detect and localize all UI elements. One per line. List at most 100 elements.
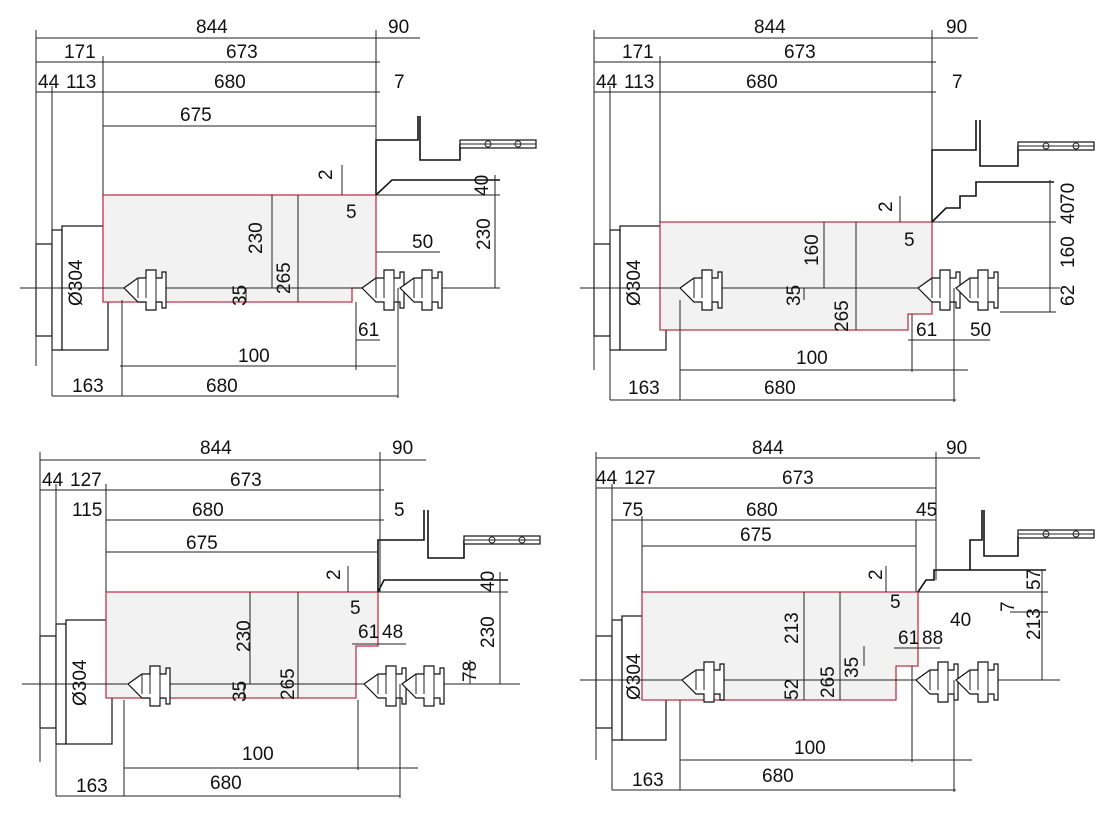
dim-160-outer: 160 bbox=[1058, 236, 1079, 268]
dim-673: 673 bbox=[782, 468, 814, 489]
dim-57: 57 bbox=[1024, 569, 1045, 590]
dim-675: 675 bbox=[186, 533, 218, 554]
dim-75: 75 bbox=[622, 500, 643, 521]
dim-44: 44 bbox=[596, 468, 618, 489]
dim-163: 163 bbox=[76, 776, 108, 797]
dim-230-outer: 230 bbox=[478, 616, 499, 648]
dim-35: 35 bbox=[230, 681, 251, 702]
tool-holder-right bbox=[401, 665, 445, 707]
dim-90: 90 bbox=[946, 17, 967, 38]
tool-holder-right bbox=[955, 269, 999, 311]
dim-5: 5 bbox=[350, 598, 361, 619]
dim-115: 115 bbox=[72, 500, 102, 521]
dim-844: 844 bbox=[200, 438, 232, 459]
dim-171: 171 bbox=[622, 42, 654, 63]
dim-265: 265 bbox=[832, 300, 853, 332]
dim-680: 680 bbox=[214, 72, 246, 93]
dim-680-bottom: 680 bbox=[210, 773, 242, 794]
dim-265: 265 bbox=[818, 666, 839, 698]
dim-230-inner: 230 bbox=[234, 620, 255, 652]
dim-230-inner: 230 bbox=[246, 222, 267, 254]
dim-diameter-304: Ø304 bbox=[624, 259, 645, 306]
dim-48: 48 bbox=[382, 622, 403, 643]
dim-680-bottom: 680 bbox=[206, 376, 238, 397]
dim-7: 7 bbox=[394, 72, 405, 93]
dim-213-outer: 213 bbox=[1024, 608, 1045, 640]
dim-7: 7 bbox=[998, 601, 1019, 612]
turret-rail bbox=[1017, 529, 1095, 539]
dim-265: 265 bbox=[278, 668, 299, 700]
dim-673: 673 bbox=[226, 42, 258, 63]
dim-diameter-304: Ø304 bbox=[70, 659, 91, 706]
dim-680-bottom: 680 bbox=[764, 378, 796, 399]
dim-230-outer: 230 bbox=[474, 218, 495, 250]
dim-50: 50 bbox=[412, 232, 433, 253]
dim-113: 113 bbox=[624, 72, 654, 93]
dim-90: 90 bbox=[392, 438, 413, 459]
dim-127: 127 bbox=[70, 470, 102, 491]
dim-70: 70 bbox=[1058, 183, 1079, 204]
dim-78: 78 bbox=[460, 661, 481, 682]
dim-213-inner: 213 bbox=[782, 612, 803, 644]
dim-265: 265 bbox=[274, 262, 295, 294]
dim-675: 675 bbox=[740, 525, 772, 546]
work-envelope bbox=[641, 591, 919, 701]
dim-680: 680 bbox=[192, 500, 224, 521]
dim-171: 171 bbox=[64, 42, 96, 63]
dim-88: 88 bbox=[922, 628, 943, 649]
tool-holder-right bbox=[955, 661, 999, 703]
dim-113: 113 bbox=[66, 72, 96, 93]
dim-100: 100 bbox=[242, 744, 274, 765]
dim-680: 680 bbox=[746, 72, 778, 93]
layout-4: 844 90 44 127 673 75 680 45 675 2 5 57 7… bbox=[580, 438, 1095, 792]
dim-62: 62 bbox=[1058, 285, 1079, 306]
dim-160-inner: 160 bbox=[802, 234, 823, 266]
dim-44: 44 bbox=[42, 470, 64, 491]
dim-52: 52 bbox=[782, 679, 803, 700]
dim-2: 2 bbox=[876, 201, 897, 212]
layout-3: 844 90 44 127 673 115 680 5 675 2 5 40 2… bbox=[22, 438, 541, 798]
dim-40: 40 bbox=[478, 571, 499, 592]
dim-5: 5 bbox=[890, 592, 901, 613]
dim-127: 127 bbox=[624, 468, 656, 489]
dim-44: 44 bbox=[596, 72, 618, 93]
dim-844: 844 bbox=[752, 438, 784, 459]
dim-2: 2 bbox=[866, 569, 887, 580]
dim-163: 163 bbox=[72, 376, 104, 397]
dim-35: 35 bbox=[230, 285, 251, 306]
dim-50: 50 bbox=[970, 320, 991, 341]
dim-675: 675 bbox=[180, 105, 212, 126]
dim-45: 45 bbox=[916, 500, 937, 521]
dim-35: 35 bbox=[784, 285, 805, 306]
dim-2: 2 bbox=[324, 569, 345, 580]
dim-680-bottom: 680 bbox=[762, 766, 794, 787]
dim-844: 844 bbox=[196, 17, 228, 38]
dim-diameter-304: Ø304 bbox=[624, 653, 645, 700]
layout-1: 844 90 171 673 44 113 680 7 675 2 5 40 2… bbox=[20, 17, 537, 398]
dim-40: 40 bbox=[1058, 203, 1079, 224]
dim-100: 100 bbox=[796, 348, 828, 369]
dim-680: 680 bbox=[746, 500, 778, 521]
dim-163: 163 bbox=[632, 770, 664, 791]
dim-40: 40 bbox=[950, 610, 971, 631]
dim-673: 673 bbox=[784, 42, 816, 63]
dim-44: 44 bbox=[38, 72, 60, 93]
tool-holder-right bbox=[399, 269, 443, 311]
dim-5-top: 5 bbox=[394, 500, 405, 521]
dim-35: 35 bbox=[842, 657, 863, 678]
turret-rail bbox=[463, 535, 541, 545]
dim-90: 90 bbox=[946, 438, 967, 459]
dim-90: 90 bbox=[388, 17, 409, 38]
dim-163: 163 bbox=[628, 378, 660, 399]
dim-5: 5 bbox=[346, 202, 357, 223]
dim-844: 844 bbox=[754, 17, 786, 38]
turret-rail bbox=[1017, 141, 1095, 151]
work-envelope bbox=[659, 221, 933, 331]
dim-100: 100 bbox=[238, 346, 270, 367]
dim-7: 7 bbox=[952, 72, 963, 93]
dim-40: 40 bbox=[472, 175, 493, 196]
dim-2: 2 bbox=[316, 169, 337, 180]
dim-61: 61 bbox=[916, 320, 937, 341]
dim-diameter-304: Ø304 bbox=[66, 259, 87, 306]
